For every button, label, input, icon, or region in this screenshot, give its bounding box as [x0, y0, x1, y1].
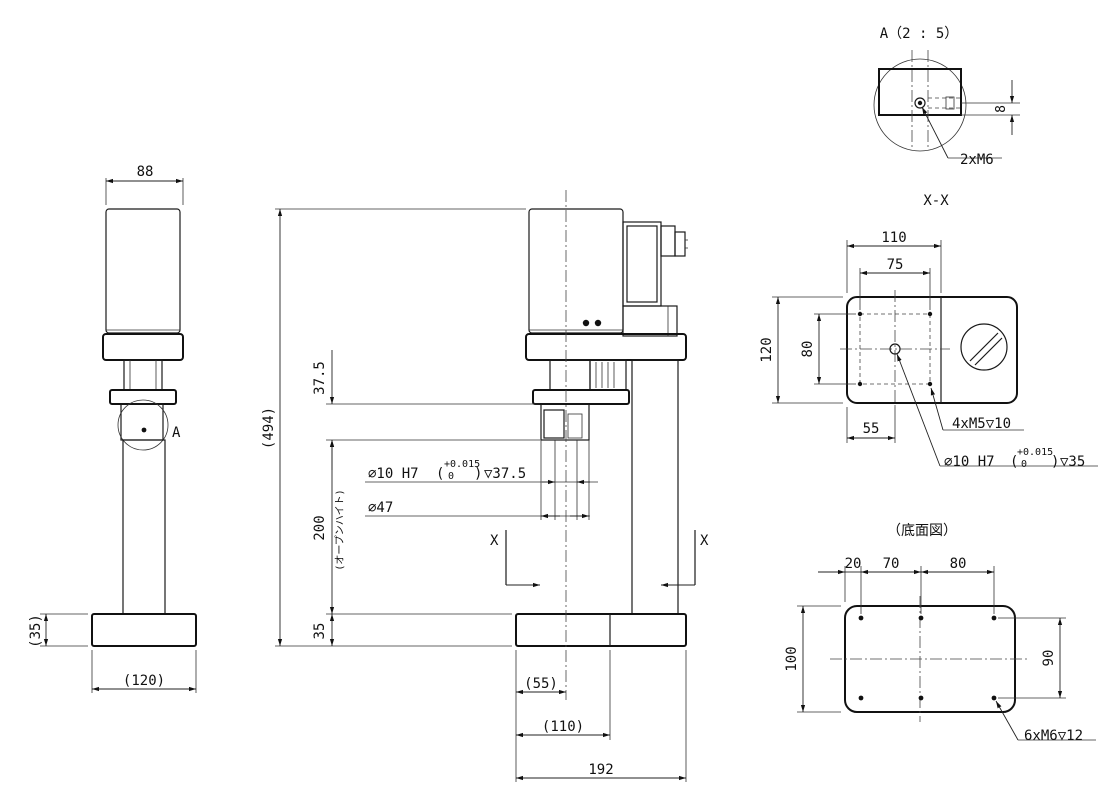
phi47-label: ∅47 [368, 500, 393, 516]
detail-a-tap-note: 2xM6 [960, 152, 994, 168]
xx-bore-tol-lower: 0 [1021, 459, 1027, 470]
xx-tap-note: 4xM5▽10 [952, 416, 1011, 432]
section-xx-title: X-X [923, 193, 949, 209]
xx-bore-tol-upper: +0.015 [1017, 447, 1053, 458]
total-height-label: (494) [261, 407, 277, 449]
detail-a-dim-8: 8 [994, 105, 1009, 113]
base-thickness-label: 35 [312, 623, 328, 640]
detail-a-pointer-label: A [172, 425, 181, 441]
table-length-label: (110) [542, 719, 584, 735]
side-base-width-label: (120) [123, 673, 165, 689]
detail-a-title: A（2 : 5） [880, 26, 959, 42]
stroke-label: 37.5 [312, 361, 328, 395]
bore-tol-lower: 0 [448, 471, 454, 482]
bottom-dim-90: 90 [1041, 650, 1057, 667]
bottom-dim-20: 20 [845, 556, 862, 572]
bore-depth-label: ▽37.5 [484, 466, 526, 482]
svg-text:(: ( [436, 466, 444, 482]
section-xx-view: X-X 110 75 120 80 [759, 193, 1098, 470]
open-height-value-label: 200 [312, 515, 328, 540]
side-base-height-label: (35) [28, 614, 44, 648]
xx-dim-120: 120 [759, 337, 775, 362]
side-view: 88 (35) (120) A [28, 164, 197, 693]
section-mark-left: X [490, 533, 499, 549]
base-length-label: 192 [588, 762, 613, 778]
open-height-caption: (オープンハイト) [334, 489, 346, 570]
xx-dim-55: 55 [863, 421, 880, 437]
bottom-tap-note: 6xM6▽12 [1024, 728, 1083, 744]
xx-dim-80: 80 [800, 341, 816, 358]
svg-text:): ) [1051, 454, 1059, 470]
center-offset-label: (55) [524, 676, 558, 692]
front-view: (494) 37.5 200 (オープンハイト) 35 ∅10 H7 ( +0.… [261, 190, 709, 782]
bottom-view: （底面図） 20 70 80 100 90 6xM6▽ [784, 523, 1096, 744]
xx-dim-110: 110 [881, 230, 906, 246]
bottom-dim-80: 80 [950, 556, 967, 572]
xx-dim-75: 75 [887, 257, 904, 273]
svg-text:): ) [474, 466, 482, 482]
section-mark-right: X [700, 533, 709, 549]
bottom-dim-70: 70 [883, 556, 900, 572]
xx-bore-depth: ▽35 [1060, 454, 1085, 470]
detail-a-view: A（2 : 5） 8 2xM6 [873, 26, 1020, 168]
bottom-view-title: （底面図） [887, 523, 957, 539]
side-width-label: 88 [137, 164, 154, 180]
xx-bore-spec: ∅10 H7 [944, 454, 995, 470]
bore-spec-label: ∅10 H7 [368, 466, 419, 482]
bore-tol-upper: +0.015 [444, 459, 480, 470]
bottom-dim-100: 100 [784, 646, 800, 671]
svg-text:(: ( [1010, 454, 1018, 470]
